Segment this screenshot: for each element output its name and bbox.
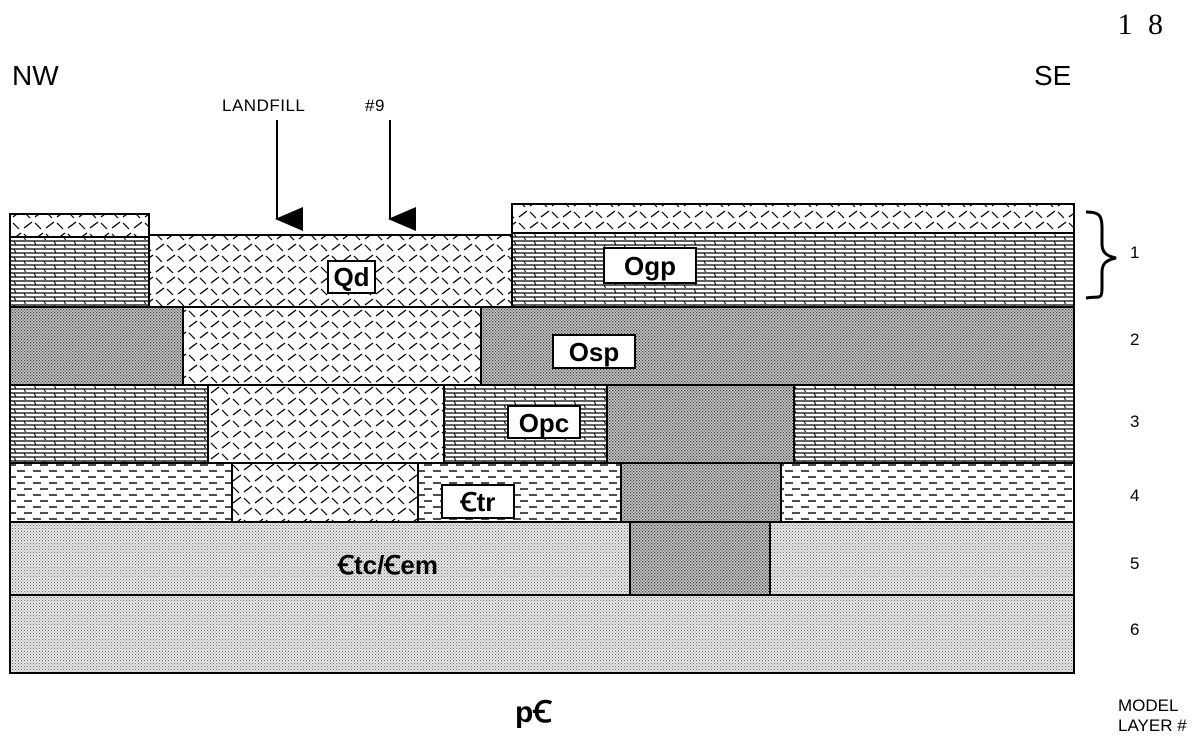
layer-2-unit-b [183, 307, 481, 385]
model-layer-heading: MODEL LAYER # [1118, 696, 1187, 736]
unit-label-osp-text: Osp [569, 337, 620, 367]
layer-number-1: 1 [1130, 243, 1139, 263]
unit-label-ogp: Ogp [604, 248, 696, 283]
unit-label-opc: Opc [508, 406, 580, 438]
layer-5-unit-right [770, 522, 1074, 595]
layer-3-unit-d [607, 385, 794, 463]
unit-label-qd: Qd [328, 261, 375, 293]
unit-label-qd-text: Qd [333, 262, 369, 292]
layer-5-unit-center [630, 522, 770, 595]
layer-1-brace [1086, 212, 1116, 298]
layer-4-unit-b [232, 463, 418, 522]
layer-6-unit [10, 595, 1074, 673]
layer-number-2: 2 [1130, 330, 1139, 350]
layer-number-5: 5 [1130, 554, 1139, 574]
model-layer-heading-line2: LAYER # [1118, 716, 1187, 736]
layer-4-unit-d [621, 463, 781, 522]
layer-1-unit-right [512, 233, 1074, 307]
layer-number-6: 6 [1130, 620, 1139, 640]
unit-label-ctr-text: Ꞓtr [460, 487, 496, 517]
layer-1-cap-right [512, 204, 1074, 233]
layer-number-3: 3 [1130, 412, 1139, 432]
layer-number-4: 4 [1130, 486, 1139, 506]
layer-1-unit-left [10, 237, 149, 307]
layer-4-unit-e [781, 463, 1074, 522]
layer-5-unit-left [10, 522, 630, 595]
unit-label-ctr: Ꞓtr [442, 485, 514, 518]
unit-label-ctc-cem: Ꞓtc/Ꞓem [337, 550, 438, 580]
layer-1-cap-left [10, 214, 149, 237]
layer-3-unit-e [794, 385, 1074, 463]
layer-2-unit-a [10, 307, 183, 385]
unit-label-ogp-text: Ogp [624, 251, 676, 281]
layer-4-unit-a [10, 463, 232, 522]
unit-label-opc-text: Opc [519, 408, 570, 438]
precambrian-label: pꞒ [515, 690, 552, 731]
layer-3-unit-a [10, 385, 208, 463]
layer-3-unit-b [208, 385, 444, 463]
model-layer-heading-line1: MODEL [1118, 696, 1187, 716]
unit-label-osp: Osp [553, 335, 635, 368]
